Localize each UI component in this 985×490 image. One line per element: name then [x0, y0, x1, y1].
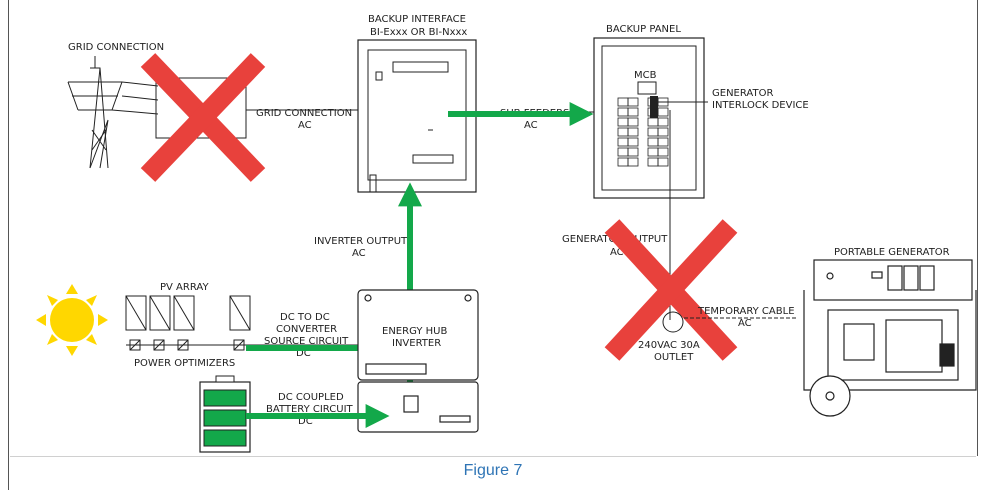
label-interlock-device: INTERLOCK DEVICE [712, 100, 809, 111]
cross-out-icon [604, 219, 738, 361]
left-border [8, 0, 9, 490]
label-temporary-cable-ac: AC [738, 318, 752, 329]
breaker-rows [617, 97, 669, 167]
label-converter: CONVERTER [276, 324, 337, 335]
label-source-circuit: SOURCE CIRCUIT [264, 336, 349, 347]
diagram-frame: GRID CONNECTION GRID CONNECTION AC BACKU… [8, 0, 980, 490]
battery-icon [199, 375, 251, 453]
label-generator-interlock: GENERATOR [712, 88, 773, 99]
label-temporary-cable: TEMPORARY CABLE [697, 306, 795, 317]
label-generator-output-ac: AC [610, 247, 624, 258]
label-energy-hub: ENERGY HUB [382, 326, 447, 337]
label-portable-generator: PORTABLE GENERATOR [834, 247, 950, 258]
label-battery-dc: DC [298, 416, 313, 427]
label-mcb: MCB [634, 70, 657, 81]
solar-panel-icon [125, 295, 251, 331]
figure-caption: Figure 7 [463, 462, 523, 479]
interlock-device [650, 96, 658, 118]
cross-out-icon [140, 53, 266, 182]
label-grid-ac: AC [298, 120, 312, 131]
energy-hub-inverter [357, 289, 479, 433]
label-grid-connection: GRID CONNECTION [68, 42, 164, 53]
sun-icon [36, 284, 108, 356]
caption-row: Figure 7 [10, 456, 976, 487]
label-outlet-rating: 240VAC 30A [638, 340, 700, 351]
label-battery-circuit: BATTERY CIRCUIT [266, 404, 354, 415]
grid-box [155, 77, 247, 139]
label-inverter-output-ac: AC [352, 248, 366, 259]
label-power-optimizers: POWER OPTIMIZERS [134, 358, 235, 369]
label-dc-coupled: DC COUPLED [278, 392, 344, 403]
label-source-dc: DC [296, 348, 311, 359]
generator-icon [803, 259, 977, 417]
label-backup-interface: BACKUP INTERFACE [368, 14, 466, 25]
label-sub-feeders-ac: AC [524, 120, 538, 131]
label-inverter: INVERTER [392, 338, 441, 349]
label-outlet: OUTLET [654, 352, 694, 363]
transmission-tower-icon [67, 56, 159, 169]
label-backup-panel: BACKUP PANEL [606, 24, 681, 35]
label-backup-interface-models: BI-Exxx OR BI-Nxxx [370, 27, 467, 38]
right-border [977, 0, 978, 456]
label-pv-array: PV ARRAY [160, 282, 209, 293]
label-dc-to-dc: DC TO DC [280, 312, 330, 323]
system-diagram: GRID CONNECTION GRID CONNECTION AC BACKU… [36, 14, 977, 453]
label-grid-connection-ac: GRID CONNECTION [256, 108, 352, 119]
label-inverter-output: INVERTER OUTPUT [314, 236, 408, 247]
